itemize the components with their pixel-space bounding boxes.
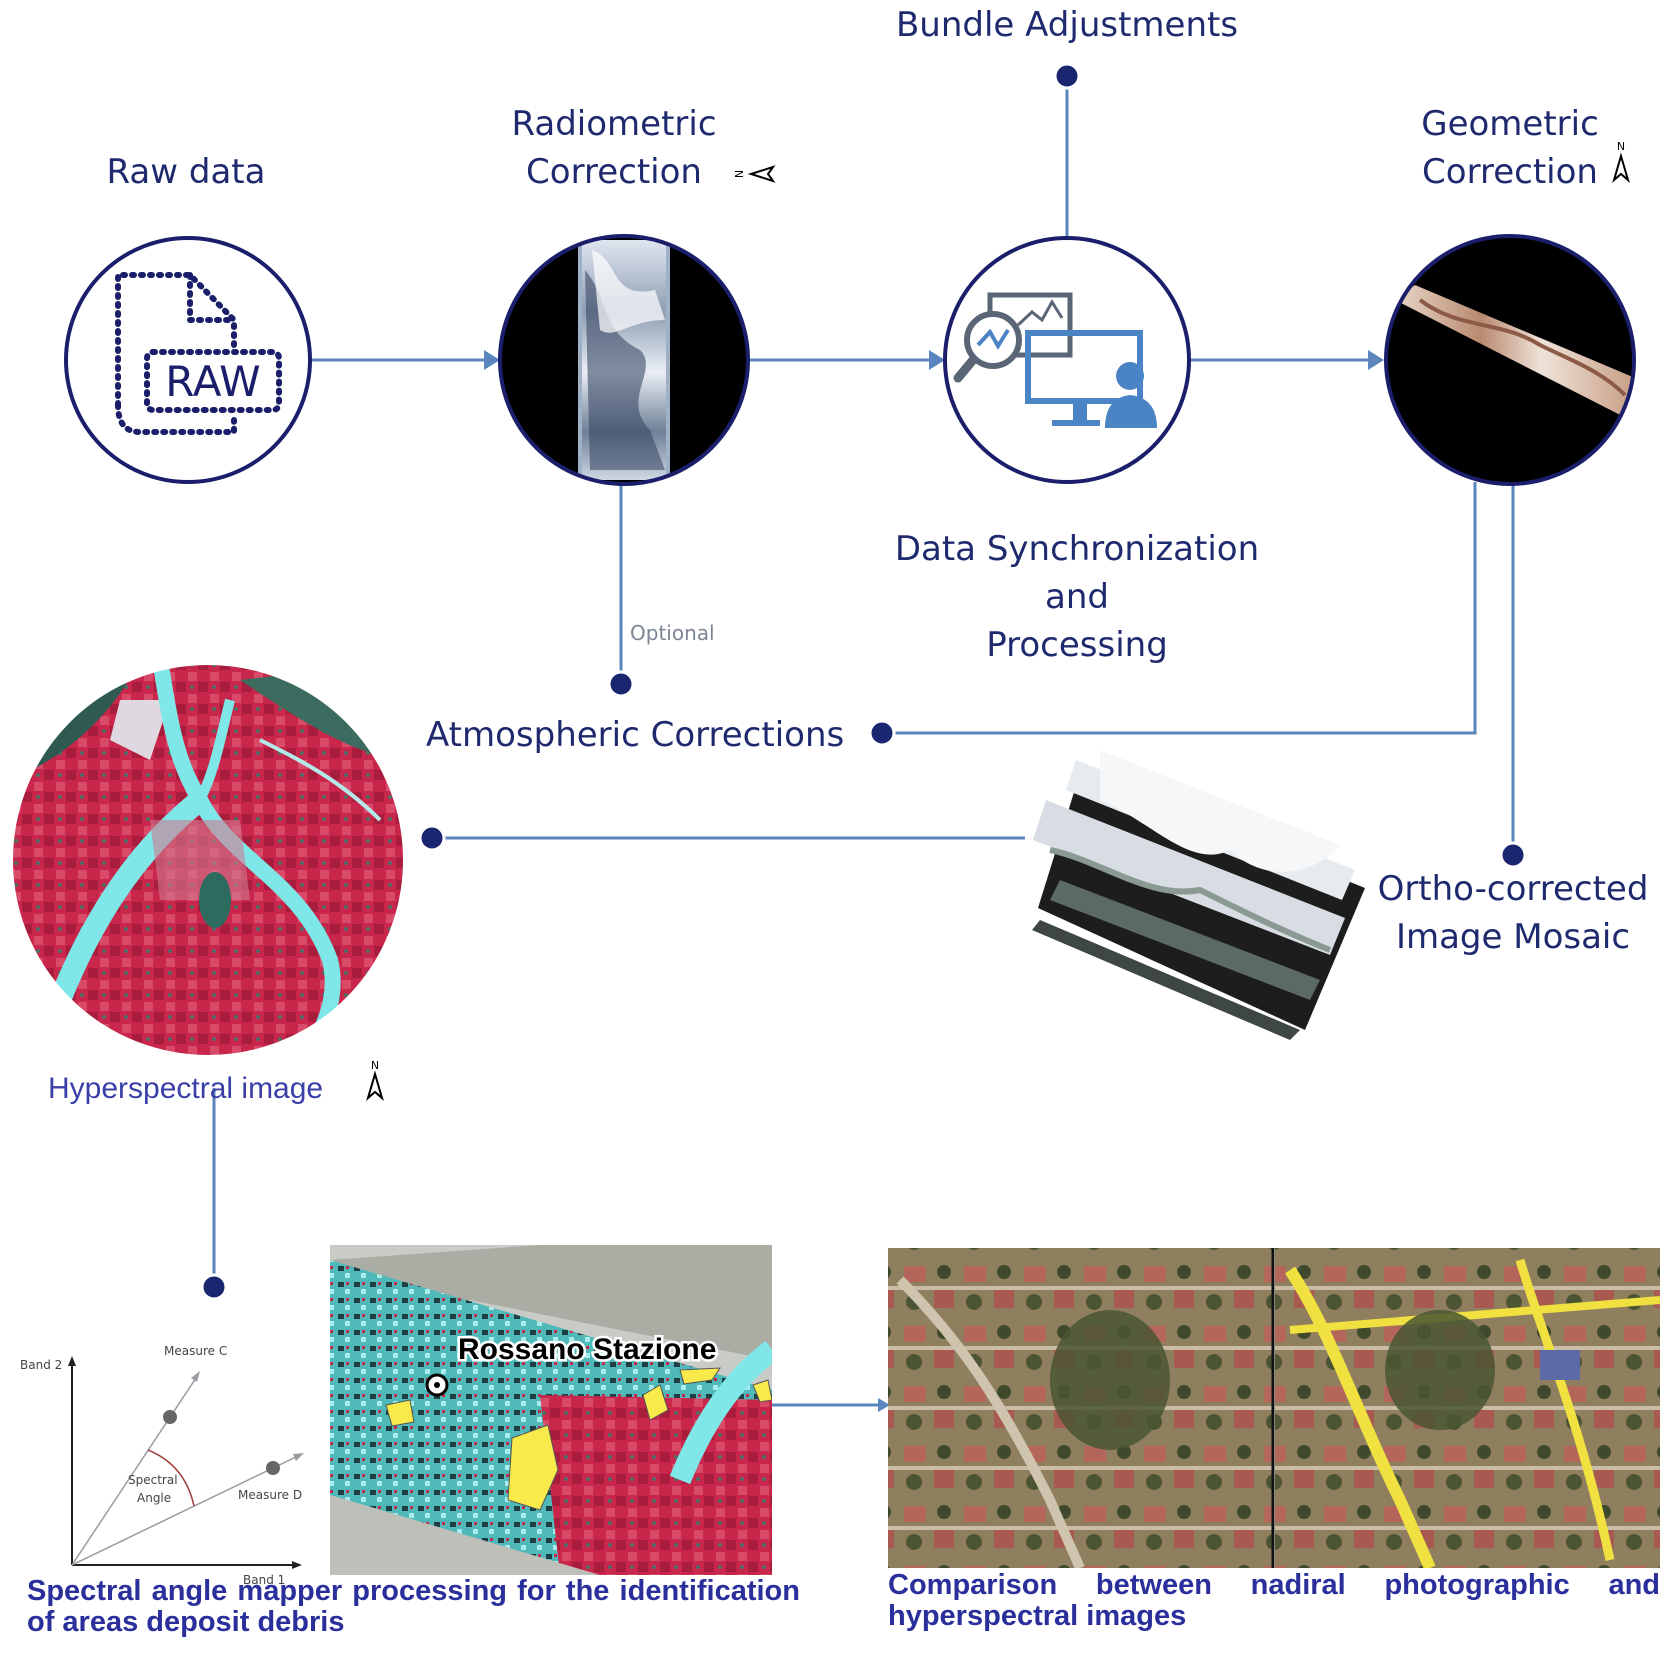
north-arrow-icon: N (1612, 140, 1630, 183)
measure-c-label: Measure C (164, 1344, 227, 1358)
arrowhead-comparison (878, 1398, 890, 1412)
connector-dots (200, 62, 1527, 1301)
connector-atmospheric (882, 482, 1477, 735)
comparison-images (888, 1248, 1660, 1568)
hyperspectral-label: Hyperspectral image (48, 1072, 323, 1105)
comparison-caption: Comparison between nadiral photographic … (888, 1569, 1660, 1632)
debris-area (642, 1384, 669, 1421)
debris-area (507, 1424, 559, 1511)
rossano-map: Rossano Stazione (330, 1245, 772, 1575)
sync-node: Data Synchronization and Processing Bund… (895, 5, 1259, 665)
sync-label-line1: Data Synchronization (895, 529, 1259, 569)
debris-area (752, 1379, 772, 1403)
dot-atmospheric (868, 719, 896, 747)
geometric-circle (1384, 234, 1636, 486)
north-arrow-rotated-letter: N (733, 170, 746, 178)
measure-c-point (163, 1410, 177, 1424)
dot-bundle (1053, 62, 1081, 90)
geometric-image (1395, 285, 1634, 420)
geometric-label-line1: Geometric (1421, 104, 1599, 144)
sync-label-line3: Processing (986, 625, 1168, 665)
dot-ortho (1499, 841, 1527, 869)
band1-label: Band 1 (243, 1573, 285, 1587)
raw-data-circle (64, 236, 312, 484)
ortho-label-line1: Ortho-corrected (1378, 869, 1649, 909)
north-arrow-hyper-letter: N (371, 1059, 379, 1072)
raw-data-node: RAW Raw data (64, 152, 312, 484)
arrowhead-geometric (1368, 350, 1384, 370)
raw-icon-text: RAW (165, 357, 260, 406)
geometric-node: Geometric Correction N (1384, 104, 1636, 486)
dot-optional (607, 670, 635, 698)
ortho-mosaic-image (1032, 750, 1365, 1040)
computer-analysis-icon (953, 292, 1157, 428)
arrowhead-radiometric (484, 350, 500, 370)
debris-area (679, 1367, 721, 1385)
connectors (212, 76, 1515, 1407)
dot-hyper (418, 824, 446, 852)
radiometric-circle (498, 234, 750, 486)
band2-label: Band 2 (20, 1358, 62, 1372)
ortho-label-line2: Image Mosaic (1396, 917, 1630, 957)
radiometric-label-line2: Correction (526, 152, 702, 192)
radiometric-label-line1: Radiometric (511, 104, 716, 144)
north-arrow-letter: N (1617, 140, 1625, 153)
radiometric-node: Radiometric Correction N (498, 104, 776, 486)
measure-d-label: Measure D (238, 1488, 302, 1502)
spectral-angle-label-line2: Angle (137, 1491, 171, 1505)
radiometric-image (578, 240, 670, 480)
north-arrow-rotated-icon: N (733, 165, 776, 183)
spectral-angle-diagram: Band 2 Band 1 Measure C Measure D Spectr… (20, 1344, 304, 1587)
spectral-angle-label-line1: Spectral (128, 1473, 178, 1487)
arrowhead-sync (929, 350, 945, 370)
debris-area (385, 1399, 415, 1427)
atmospheric-label: Atmospheric Corrections (426, 715, 844, 755)
dot-sam (200, 1273, 228, 1301)
hyperspectral-circle (11, 663, 405, 1057)
measure-d-point (266, 1461, 280, 1475)
rossano-label: Rossano Stazione (458, 1333, 716, 1366)
raw-file-icon (115, 272, 282, 435)
sync-label-line2: and (1045, 577, 1109, 617)
bundle-label: Bundle Adjustments (896, 5, 1238, 45)
raw-data-label: Raw data (107, 152, 266, 192)
sam-caption: Spectral angle mapper processing for the… (27, 1575, 800, 1638)
arrowheads (484, 350, 1384, 1412)
optional-label: Optional (630, 621, 715, 645)
north-arrow-hyper-icon: N (366, 1059, 384, 1101)
geometric-label-line2: Correction (1422, 152, 1598, 192)
